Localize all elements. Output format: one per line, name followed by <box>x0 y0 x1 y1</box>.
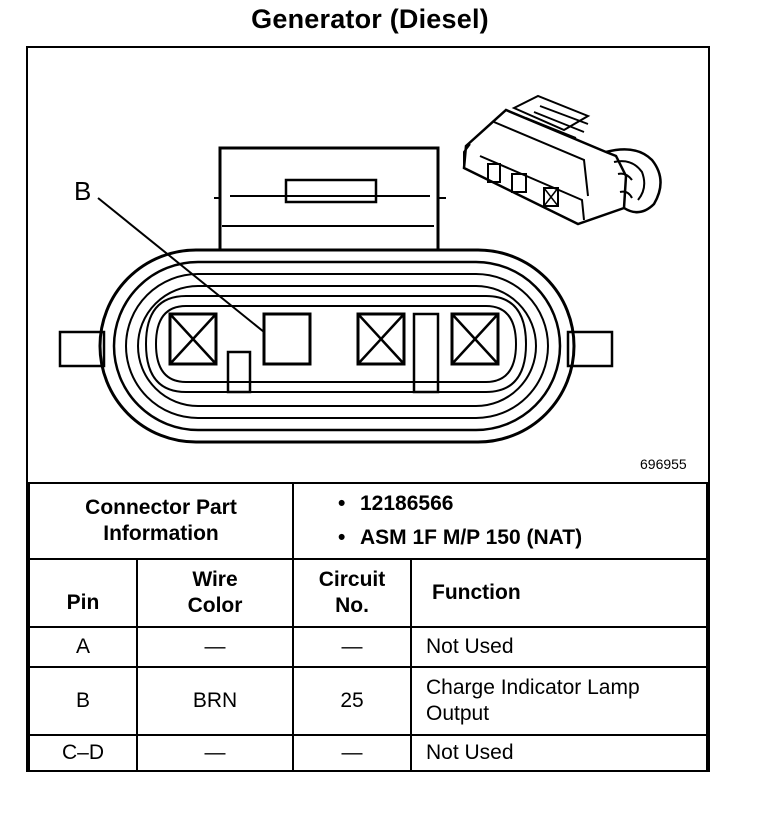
pin-cell: A <box>28 626 138 668</box>
circuit-cell: — <box>292 734 412 772</box>
circuit-cell: — <box>292 626 412 668</box>
wire-color-cell: BRN <box>136 666 294 736</box>
connector-part-values: 12186566 ASM 1F M/P 150 (NAT) <box>292 482 708 560</box>
function-cell: Not Used <box>410 626 708 668</box>
part-number: 12186566 <box>338 487 706 521</box>
function-cell: Not Used <box>410 734 708 772</box>
column-header-circuit: Circuit No. <box>292 558 412 628</box>
wire-color-cell: — <box>136 734 294 772</box>
function-cell: Charge Indicator Lamp Output <box>410 666 708 736</box>
pin-cell: B <box>28 666 138 736</box>
connector-face-drawing: B <box>58 94 662 444</box>
connector-part-label: Connector Part Information <box>28 482 294 560</box>
wire-color-cell: — <box>136 626 294 668</box>
pin-cell: C–D <box>28 734 138 772</box>
connector-sheet: B 696955 <box>26 46 710 772</box>
column-header-pin: Pin <box>28 558 138 628</box>
part-description: ASM 1F M/P 150 (NAT) <box>338 521 706 555</box>
circuit-cell: 25 <box>292 666 412 736</box>
table-row: B BRN 25 Charge Indicator Lamp Output <box>28 666 708 736</box>
table-row: C–D — — Not Used <box>28 734 708 772</box>
connector-info-table: Connector Part Information 12186566 ASM … <box>28 482 708 772</box>
callout-label-b: B <box>74 176 91 206</box>
table-row: A — — Not Used <box>28 626 708 668</box>
connector-part-row: Connector Part Information 12186566 ASM … <box>28 482 708 560</box>
page-title: Generator (Diesel) <box>251 4 489 34</box>
column-header-wire-color: Wire Color <box>136 558 294 628</box>
column-header-function: Function <box>410 558 708 628</box>
column-header-row: Pin Wire Color Circuit No. Function <box>28 558 708 628</box>
connector-diagram: B 696955 <box>28 48 708 482</box>
figure-number: 696955 <box>640 456 687 472</box>
